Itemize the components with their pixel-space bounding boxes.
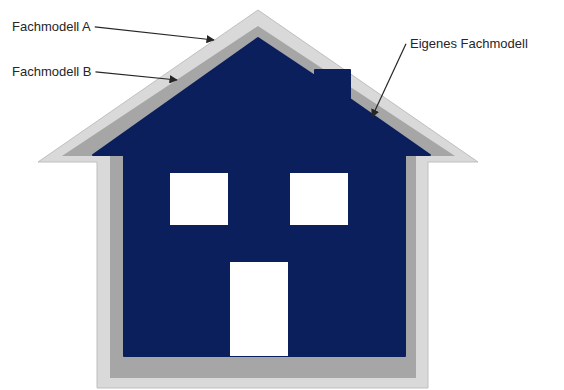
window	[290, 173, 348, 225]
leader-line	[95, 27, 214, 40]
door	[230, 262, 288, 356]
callout-label: Fachmodell B	[12, 64, 91, 80]
callout-label: Fachmodell A	[12, 19, 91, 35]
leader-line	[95, 72, 177, 80]
callout-label: Eigenes Fachmodell	[410, 36, 528, 52]
middle-layer	[62, 26, 455, 378]
inner-layer	[93, 38, 430, 356]
window	[170, 173, 228, 225]
outer-layer	[38, 10, 478, 388]
leader-line	[372, 44, 406, 117]
